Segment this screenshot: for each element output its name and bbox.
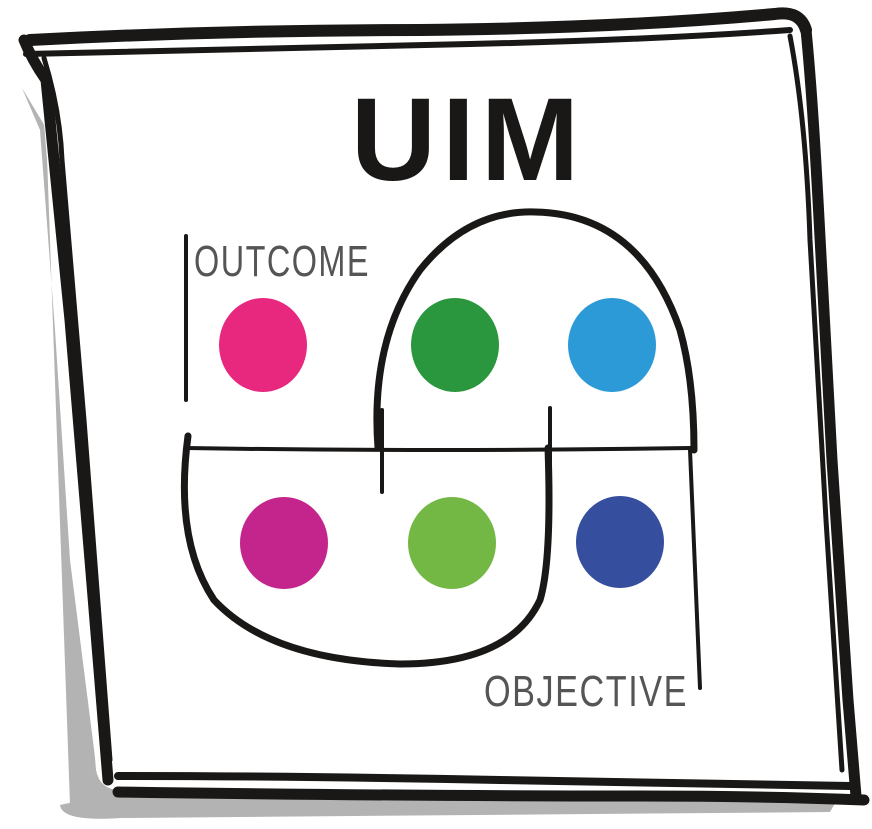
frame-bottom-edge-outer: [112, 786, 870, 806]
magenta-dot: [240, 497, 328, 589]
dots-group: [219, 298, 664, 589]
dark-green-dot: [411, 298, 499, 392]
frame-top-edge: [24, 7, 812, 46]
light-green-dot: [408, 497, 496, 589]
frame-bottom-edge: [114, 772, 854, 790]
diagram-title: UIM: [351, 74, 585, 206]
frame-right-edge-inner: [787, 33, 845, 773]
pink-dot: [219, 298, 307, 392]
navy-dot: [576, 496, 664, 588]
objective-label: OBJECTIVE: [484, 667, 688, 716]
frame-right-edge: [800, 24, 862, 802]
frame-top-edge-inner: [23, 27, 793, 57]
paper-background: [38, 22, 842, 790]
right-vertical-line: [688, 448, 702, 690]
frame-left-edge: [18, 34, 114, 786]
frame-border: [18, 7, 870, 806]
grid-lines: [184, 234, 702, 690]
frame-left-edge-inner: [41, 55, 113, 763]
s-curve-lower-bowl: [180, 432, 553, 668]
horizontal-divider: [184, 446, 692, 452]
s-curve: [180, 208, 698, 668]
outcome-label: OUTCOME: [194, 237, 370, 286]
sky-blue-dot: [568, 298, 656, 392]
frame-shadow: [22, 88, 135, 818]
s-curve-upper-arch: [373, 208, 698, 454]
